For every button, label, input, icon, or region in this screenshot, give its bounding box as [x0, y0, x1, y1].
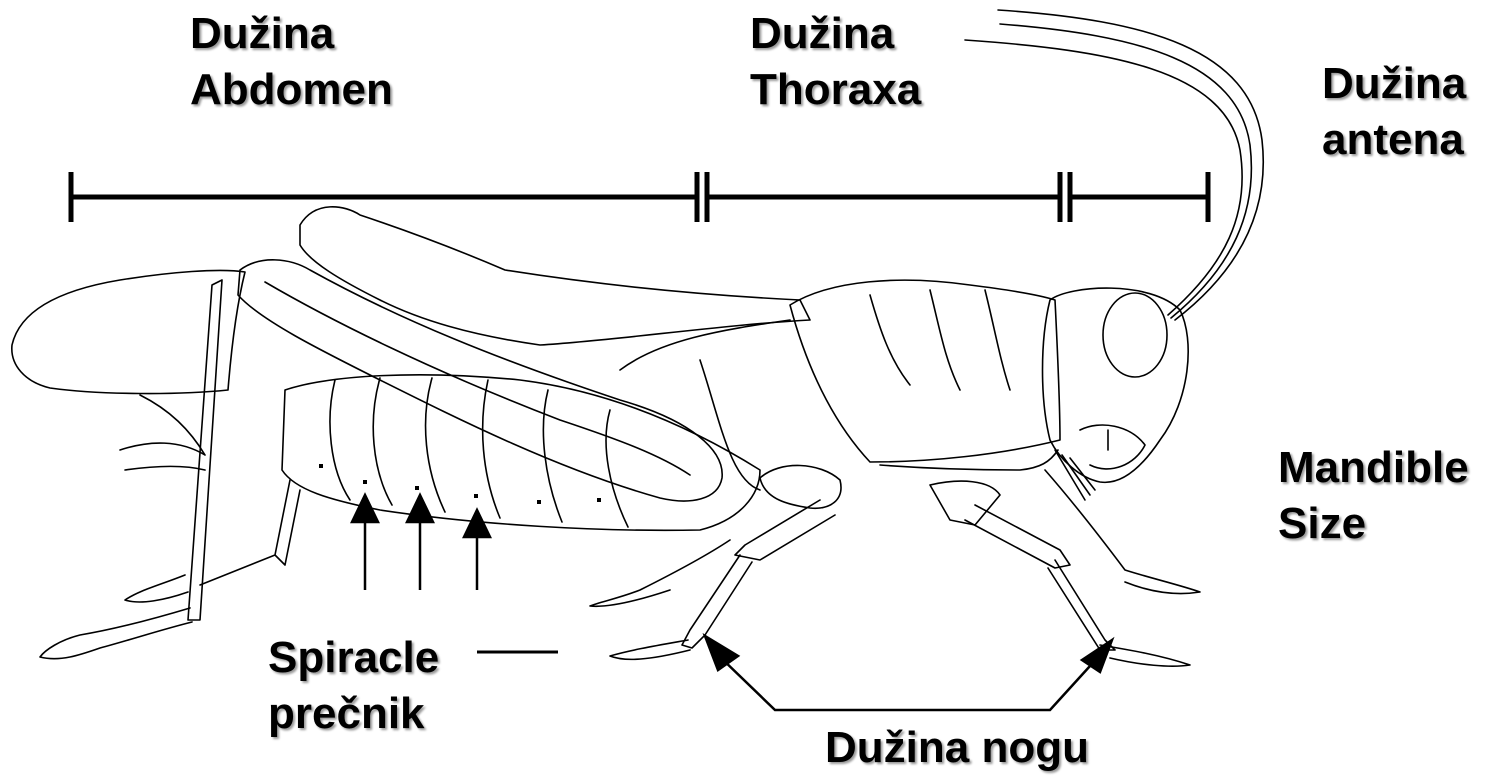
front-leg-2: [1045, 470, 1200, 594]
thorax-ridge-1: [870, 295, 910, 385]
compound-eye: [1103, 293, 1167, 377]
leg-bracket-line: [718, 655, 1100, 710]
label-antenna-line2: antena: [1322, 112, 1466, 168]
abdomen-seg-4: [483, 380, 500, 518]
spiracle-dot: [537, 500, 541, 504]
label-leg-length: Dužina nogu: [825, 720, 1089, 776]
mandible: [1080, 425, 1145, 469]
spiracle-dot: [363, 480, 367, 484]
spiracle-dot: [597, 498, 601, 502]
label-mandible-line1: Mandible: [1278, 440, 1469, 496]
forewing: [300, 207, 810, 345]
leg-bracket-arrowhead-left: [705, 636, 738, 670]
spiracle-arrows: [352, 495, 490, 590]
hind-tarsus-2: [125, 575, 188, 602]
label-abdomen-length: Dužina Abdomen: [190, 6, 393, 118]
label-spiracle-diameter: Spiracle prečnik: [268, 630, 439, 742]
spiracle-dot: [319, 464, 323, 468]
abdomen-seg-1: [330, 380, 350, 500]
body-underline: [880, 450, 1058, 470]
hind-femur-stripe: [265, 282, 690, 475]
abdomen: [282, 375, 760, 531]
label-antenna-length: Dužina antena: [1322, 56, 1466, 168]
hind-tibia: [188, 280, 222, 620]
spiracle-arrowhead: [407, 495, 433, 522]
label-mandible-size: Mandible Size: [1278, 440, 1469, 552]
mid-leg-tarsus: [610, 640, 690, 659]
head: [1043, 288, 1189, 482]
measurement-bar: [71, 172, 1208, 222]
label-abdomen-line1: Dužina: [190, 6, 393, 62]
label-spiracle-line1: Spiracle: [268, 630, 439, 686]
label-thorax-line2: Thoraxa: [750, 62, 921, 118]
abdomen-seg-3: [426, 378, 445, 512]
mid-leg-femur: [735, 500, 835, 560]
label-mandible-line2: Size: [1278, 496, 1469, 552]
antenna-outer: [998, 10, 1263, 320]
tail-lower: [120, 395, 205, 470]
abdomen-seg-2: [373, 378, 392, 505]
antenna-mid: [1000, 24, 1251, 318]
spiracle-dot: [474, 494, 478, 498]
label-antenna-line1: Dužina: [1322, 56, 1466, 112]
rear-leg-stub: [200, 480, 300, 585]
mid-leg-tibia: [682, 555, 752, 648]
mid-leg-2: [590, 540, 730, 606]
hind-tarsus: [40, 608, 192, 659]
mid-leg-coxa: [760, 465, 841, 508]
thorax-ridge-3: [985, 290, 1010, 390]
label-thorax-line1: Dužina: [750, 6, 921, 62]
label-abdomen-line2: Abdomen: [190, 62, 393, 118]
front-leg-tibia-2: [1048, 560, 1115, 650]
leg-length-bracket: [705, 636, 1112, 710]
label-spiracle-line2: prečnik: [268, 686, 439, 742]
label-leg-line1: Dužina nogu: [825, 720, 1089, 776]
pronotum: [790, 280, 1060, 462]
thorax-ridge-2: [930, 290, 960, 390]
antenna-inner: [965, 40, 1242, 315]
front-leg-coxa: [930, 481, 1000, 525]
spiracle-dot: [415, 486, 419, 490]
label-thorax-length: Dužina Thoraxa: [750, 6, 921, 118]
front-leg-tibia-1: [965, 505, 1070, 568]
tail-wing: [12, 270, 245, 393]
abdomen-seg-6: [606, 410, 628, 527]
hind-femur: [238, 260, 722, 501]
spiracle-arrowhead: [464, 510, 490, 537]
abdomen-seg-5: [543, 390, 562, 522]
thorax-lower: [620, 320, 790, 490]
